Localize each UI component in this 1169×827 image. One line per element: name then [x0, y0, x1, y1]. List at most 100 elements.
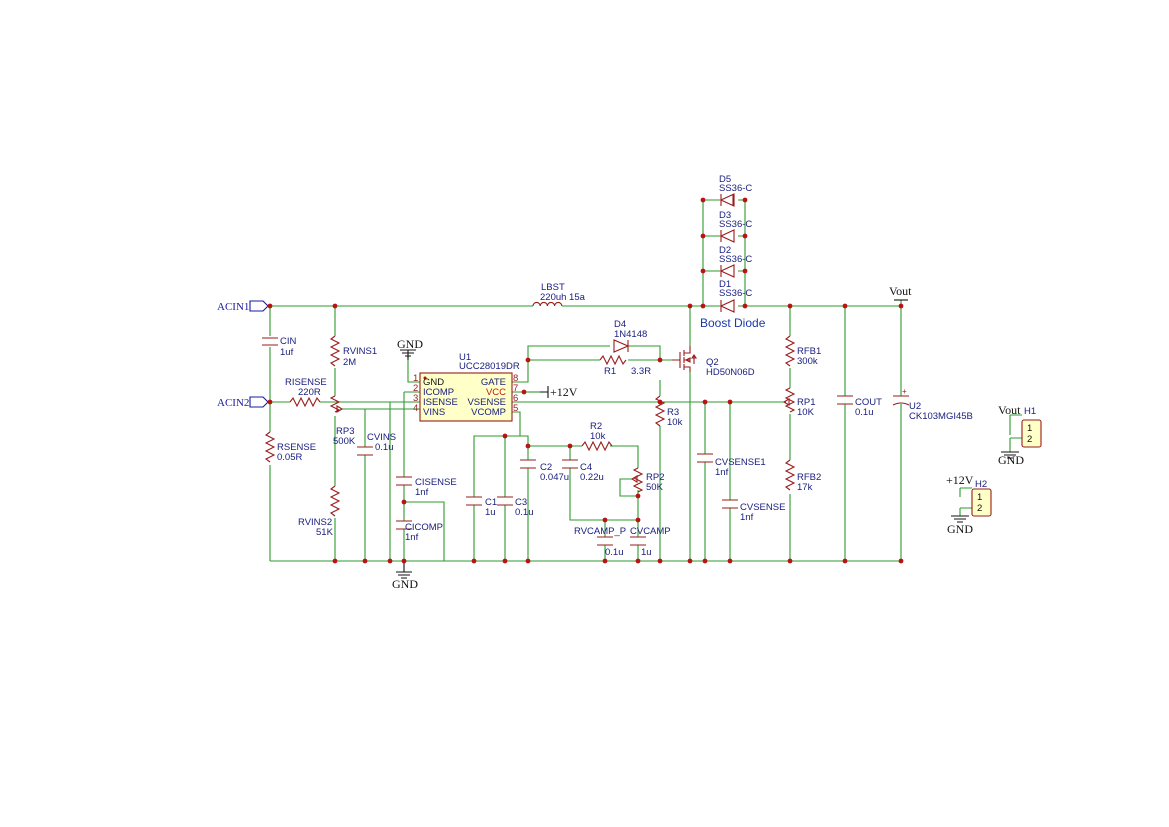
u1-pin5-name: VCOMP: [471, 407, 506, 418]
cvsense1-ref: CVSENSE1: [715, 457, 766, 468]
u1-pin2-num: 2: [413, 383, 418, 394]
rvins1-value: 2M: [343, 357, 356, 368]
diode-d2: D2 SS36-C: [719, 245, 752, 278]
diode-d5: D5 SS36-C: [719, 174, 752, 207]
d3-ref: D3: [719, 210, 731, 221]
lbst-ref: LBST: [541, 282, 565, 293]
capacitor-cicomp: CICOMP 1nf: [396, 520, 443, 543]
cvins-ref: CVINS: [367, 432, 396, 443]
capacitor-c3: C3 0.1u: [497, 496, 534, 518]
u1-pin3-name: ISENSE: [423, 397, 458, 408]
rfb1-ref: RFB1: [797, 346, 821, 357]
u1-pin8-num: 8: [513, 373, 518, 384]
resistor-rvins1: RVINS1 2M: [329, 335, 377, 368]
cicomp-ref: CICOMP: [405, 522, 443, 533]
capacitor-u2: + U2 CK103MGI45B: [892, 387, 973, 422]
u1-pin5-num: 5: [513, 403, 518, 414]
risense-value: 220R: [298, 387, 321, 398]
gnd-bottom-label: GND: [392, 577, 418, 591]
gnd-top-label: GND: [397, 337, 423, 351]
cicomp-value: 1nf: [405, 532, 419, 543]
capacitor-cisense: CISENSE 1nf: [396, 476, 457, 498]
q2-ref: Q2: [706, 357, 719, 368]
svg-text:+: +: [902, 387, 907, 396]
rp1-ref: RP1: [797, 397, 815, 408]
wires: [268, 199, 1022, 562]
cin-value: 1uf: [280, 347, 294, 358]
u1-pin7-num: 7: [513, 383, 518, 394]
potentiometer-rp1: RP1 10K: [782, 387, 815, 418]
cvsense-ref: CVSENSE: [740, 502, 785, 513]
boost-diode-note: Boost Diode: [700, 316, 766, 330]
cisense-ref: CISENSE: [415, 477, 457, 488]
lbst-value: 220uh 15a: [540, 292, 586, 303]
capacitor-c4: C4 0.22u: [562, 459, 604, 483]
u1-pin8-name: GATE: [481, 377, 506, 388]
c4-ref: C4: [580, 462, 592, 473]
acin2-port: ACIN2: [217, 396, 269, 409]
resistor-r1: R1 3.3R: [599, 354, 651, 377]
cvcamp-value: 1u: [641, 547, 652, 558]
ground-symbol-top: GND: [397, 337, 423, 360]
capacitor-c2: C2 0.047u: [520, 459, 569, 483]
diode-d3: D3 SS36-C: [719, 210, 752, 243]
u1-pin7-name: VCC: [486, 387, 506, 398]
resistor-risense: RISENSE 220R: [285, 377, 327, 408]
ic-u1: U1 UCC28019DR 1 2 3 4 GND ICOMP ISENSE V…: [413, 352, 520, 422]
capacitor-cvcamp: CVCAMP 1u: [630, 526, 671, 558]
h1-pin2: 2: [1027, 434, 1032, 445]
c1-value: 1u: [485, 507, 496, 518]
u1-pin3-num: 3: [413, 393, 418, 404]
plus12v-h2-label: +12V: [946, 473, 974, 487]
h2-pin1: 1: [977, 492, 982, 503]
rp3-ref: RP3: [336, 426, 354, 437]
u1-pin1-num: 1: [413, 373, 418, 384]
diode-d1: D1 SS36-C: [719, 279, 752, 313]
power-12v-u1: +12V: [540, 385, 578, 399]
c2-ref: C2: [540, 462, 552, 473]
u1-pin6-num: 6: [513, 393, 518, 404]
junctions: [267, 197, 904, 564]
d1-value: SS36-C: [719, 288, 752, 299]
rp1-value: 10K: [797, 407, 815, 418]
rfb1-value: 300k: [797, 356, 818, 367]
cout-value: 0.1u: [855, 407, 874, 418]
cvcamp-ref: CVCAMP: [630, 526, 671, 537]
r1-ref: R1: [604, 366, 616, 377]
plus12v-label: +12V: [550, 385, 578, 399]
r1-value: 3.3R: [631, 366, 651, 377]
rvins2-ref: RVINS2: [298, 517, 332, 528]
rvins2-value: 51K: [316, 527, 334, 538]
rp2-value: 50K: [646, 482, 664, 493]
u1-ref: U1: [459, 352, 471, 363]
u1-pin6-name: VSENSE: [467, 397, 506, 408]
resistor-rsense: RSENSE 0.05R: [264, 431, 316, 463]
c1-ref: C1: [485, 497, 497, 508]
capacitor-cvins: CVINS 0.1u: [357, 432, 396, 456]
d1-ref: D1: [719, 279, 731, 290]
d5-value: SS36-C: [719, 183, 752, 194]
connector-h2: H2 1 2 +12V GND: [946, 473, 992, 536]
cout-ref: COUT: [855, 397, 882, 408]
risense-ref: RISENSE: [285, 377, 327, 388]
q2-value: HD50N06D: [706, 367, 755, 378]
u1-pin4-name: VINS: [423, 407, 445, 418]
capacitor-cvsense: CVSENSE 1nf: [722, 499, 785, 523]
rvcamp-p-ref: RVCAMP_P: [574, 526, 626, 537]
cvsense-value: 1nf: [740, 512, 754, 523]
vout-power-flag: Vout: [889, 284, 912, 301]
resistor-rfb2: RFB2 17k: [784, 459, 821, 493]
acin1-port: ACIN1: [217, 300, 269, 313]
acin1-label: ACIN1: [217, 301, 249, 313]
u2-ref: U2: [909, 401, 921, 412]
cvsense1-value: 1nf: [715, 467, 729, 478]
mosfet-q2: Q2 HD50N06D: [672, 346, 755, 378]
h1-pin1: 1: [1027, 423, 1032, 434]
ground-symbol-bottom: GND: [392, 561, 418, 591]
c3-ref: C3: [515, 497, 527, 508]
acin2-label: ACIN2: [217, 397, 249, 409]
cvins-value: 0.1u: [375, 442, 394, 453]
c3-value: 0.1u: [515, 507, 534, 518]
h1-ref: H1: [1024, 406, 1036, 417]
